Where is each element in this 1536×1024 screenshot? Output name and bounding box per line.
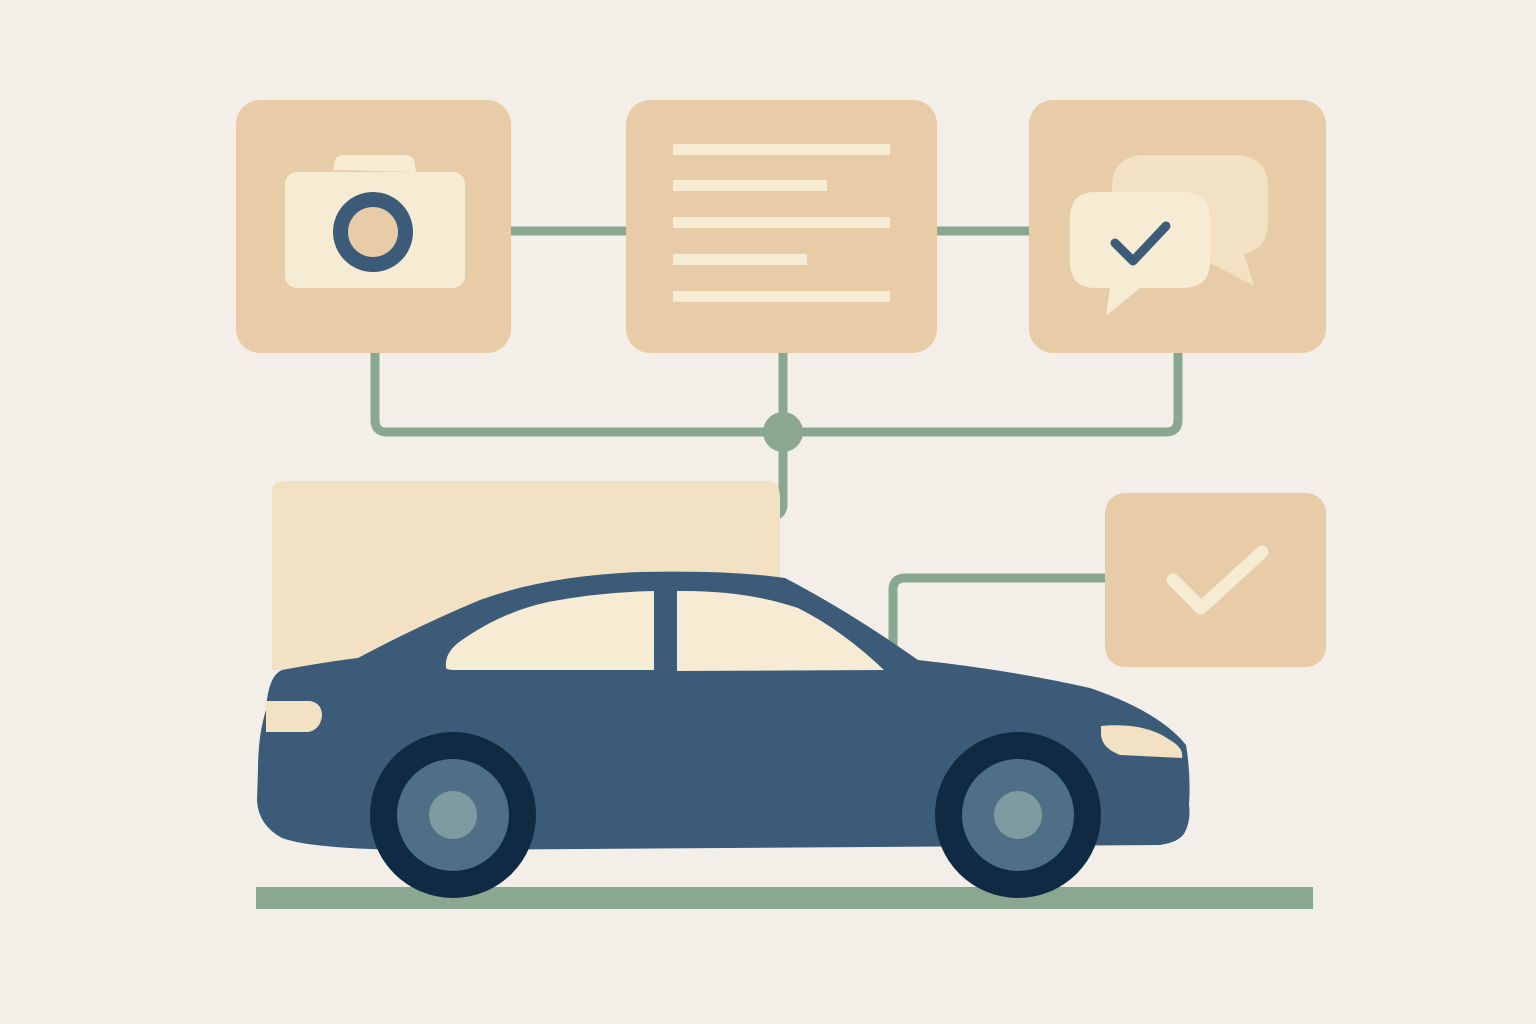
camera-card [236,100,511,353]
car-icon [257,571,1190,898]
connector-approval-vehicle [888,573,1111,665]
connector-camera-hub [370,347,788,437]
ground-line [256,887,1313,909]
document-card [626,100,937,353]
rear-wheel [370,732,536,898]
connector-hub-node [763,412,803,452]
checkmark-icon [1166,545,1269,615]
messages-card [1029,100,1326,353]
camera-icon [285,155,465,288]
rear-window [445,591,654,670]
front-wheel [935,732,1101,898]
headlight [1101,725,1183,758]
front-window [677,590,884,671]
approval-card [1105,493,1326,667]
tail-light [266,701,322,732]
chat-bubbles-check-icon [1070,155,1268,316]
connector-messages-hub [778,347,1183,437]
document-lines-icon [673,144,890,302]
